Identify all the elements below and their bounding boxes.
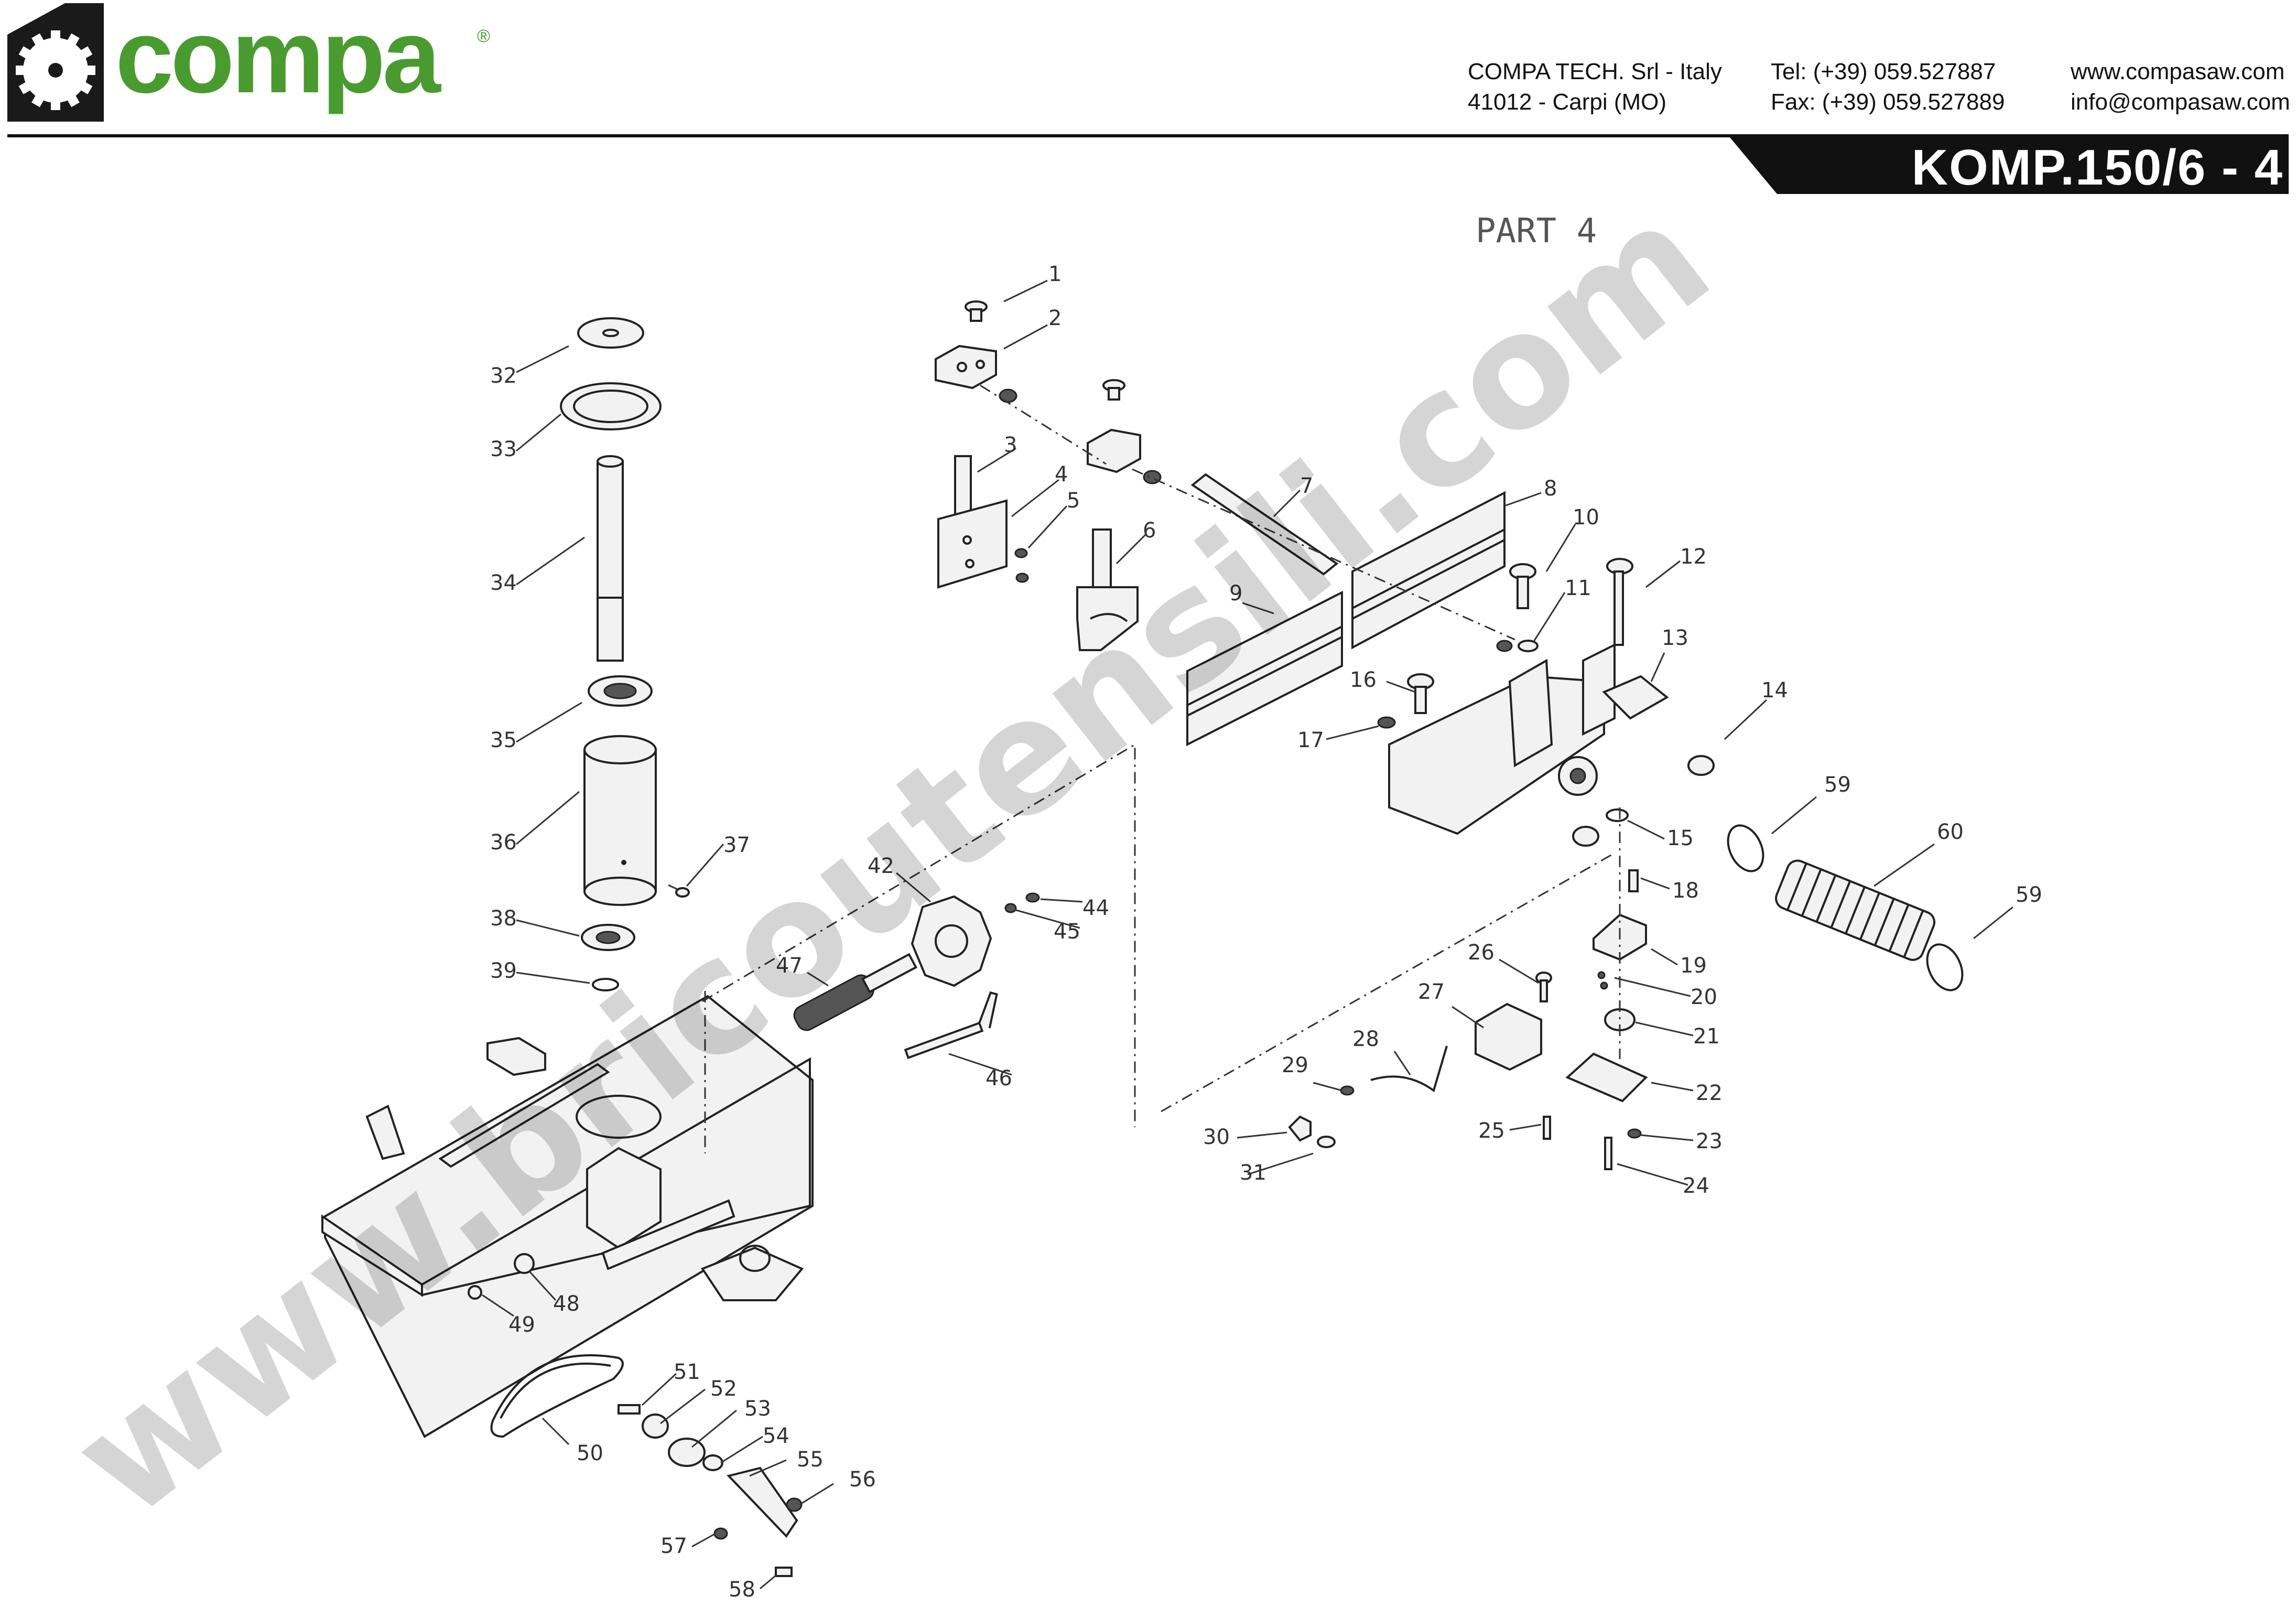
callout-numbers: 1 2 3 4 5 6 7 8 9 10 11 12 13 14 15 16 1… xyxy=(490,262,2042,1602)
belt-tensioner-assembly xyxy=(490,1354,803,1577)
callout-42: 42 xyxy=(868,854,894,878)
website-link[interactable]: www.compasaw.com xyxy=(2071,59,2285,84)
assembly-centerlines xyxy=(702,384,1621,1153)
callout-20: 20 xyxy=(1691,985,1717,1009)
callout-15: 15 xyxy=(1667,826,1694,850)
callout-26: 26 xyxy=(1468,941,1494,965)
callout-4: 4 xyxy=(1055,462,1068,487)
callout-3: 3 xyxy=(1004,433,1017,457)
email-link[interactable]: info@compasaw.com xyxy=(2071,89,2290,115)
callout-10: 10 xyxy=(1573,505,1599,530)
callout-38: 38 xyxy=(490,906,517,931)
callout-28: 28 xyxy=(1352,1027,1379,1051)
phone-number: Tel: (+39) 059.527887 xyxy=(1771,59,1996,84)
callout-34: 34 xyxy=(490,571,517,595)
callout-5: 5 xyxy=(1067,489,1080,513)
part-title: PART 4 xyxy=(1476,212,1597,251)
callout-1: 1 xyxy=(1048,262,1062,286)
callout-2: 2 xyxy=(1048,306,1062,330)
company-phones: Tel: (+39) 059.527887 Fax: (+39) 059.527… xyxy=(1771,57,2005,117)
model-title: KOMP.150/6 - 4 xyxy=(1911,139,2283,196)
callout-18: 18 xyxy=(1672,879,1699,903)
base-plate xyxy=(321,995,814,1438)
callout-22: 22 xyxy=(1696,1081,1723,1105)
header-rule xyxy=(7,134,2289,137)
callout-52: 52 xyxy=(710,1377,737,1401)
callout-45: 45 xyxy=(1054,920,1080,944)
callout-32: 32 xyxy=(490,364,517,388)
callout-59: 59 xyxy=(1824,773,1851,797)
callout-56: 56 xyxy=(849,1467,876,1492)
saw-blade-logo-icon xyxy=(7,3,104,122)
callout-53: 53 xyxy=(744,1397,771,1421)
clamp-assembly xyxy=(935,300,1162,651)
callout-46: 46 xyxy=(985,1066,1012,1091)
callout-7: 7 xyxy=(1300,474,1313,498)
callout-9: 9 xyxy=(1229,581,1242,606)
callout-37: 37 xyxy=(723,833,750,857)
callout-25: 25 xyxy=(1478,1119,1505,1143)
company-name: COMPA TECH. Srl - Italy xyxy=(1468,59,1722,84)
fence-assembly xyxy=(1186,473,1506,747)
company-address: COMPA TECH. Srl - Italy 41012 - Carpi (M… xyxy=(1468,57,1722,117)
callout-44: 44 xyxy=(1082,896,1109,920)
callout-31: 31 xyxy=(1240,1161,1266,1185)
callout-57: 57 xyxy=(660,1534,687,1558)
callout-55: 55 xyxy=(797,1448,824,1472)
callout-12: 12 xyxy=(1680,545,1707,569)
callout-13: 13 xyxy=(1662,626,1688,650)
callout-27: 27 xyxy=(1418,980,1445,1004)
fax-number: Fax: (+39) 059.527889 xyxy=(1771,89,2005,115)
callout-60: 60 xyxy=(1937,820,1964,844)
vise-bracket-assembly xyxy=(1288,558,1715,1170)
callout-39: 39 xyxy=(490,959,517,983)
callout-16: 16 xyxy=(1350,668,1377,692)
company-city: 41012 - Carpi (MO) xyxy=(1468,89,1667,115)
callout-17: 17 xyxy=(1297,728,1324,752)
callout-23: 23 xyxy=(1696,1129,1723,1153)
callout-50: 50 xyxy=(577,1441,603,1465)
callout-19: 19 xyxy=(1680,954,1707,978)
callout-8: 8 xyxy=(1544,477,1557,501)
handwheel-assembly xyxy=(793,892,1040,1060)
callout-30: 30 xyxy=(1203,1125,1230,1149)
callout-6: 6 xyxy=(1143,519,1156,543)
callout-21: 21 xyxy=(1693,1024,1720,1049)
callout-leaders xyxy=(482,279,2013,1590)
callout-36: 36 xyxy=(490,830,517,855)
spindle-assembly xyxy=(560,317,690,991)
callout-29: 29 xyxy=(1282,1053,1308,1077)
callout-49: 49 xyxy=(508,1313,535,1337)
registered-mark: ® xyxy=(477,26,491,46)
page-header: compa ® COMPA TECH. Srl - Italy 41012 - … xyxy=(0,0,2296,194)
callout-47: 47 xyxy=(776,954,803,978)
callout-35: 35 xyxy=(490,728,517,752)
callout-58: 58 xyxy=(729,1578,755,1602)
model-tab-background xyxy=(1730,137,2289,194)
callout-51: 51 xyxy=(674,1360,700,1384)
company-web: www.compasaw.com info@compasaw.com xyxy=(2071,57,2290,117)
bellows-assembly xyxy=(1727,824,1964,991)
callout-48: 48 xyxy=(553,1292,580,1316)
callout-33: 33 xyxy=(490,437,517,461)
callout-54: 54 xyxy=(763,1424,789,1448)
callout-14: 14 xyxy=(1761,678,1788,703)
brand-wordmark: compa xyxy=(115,0,441,115)
callout-24: 24 xyxy=(1683,1174,1709,1198)
callout-11: 11 xyxy=(1565,576,1591,600)
callout-59-right: 59 xyxy=(2016,883,2042,907)
